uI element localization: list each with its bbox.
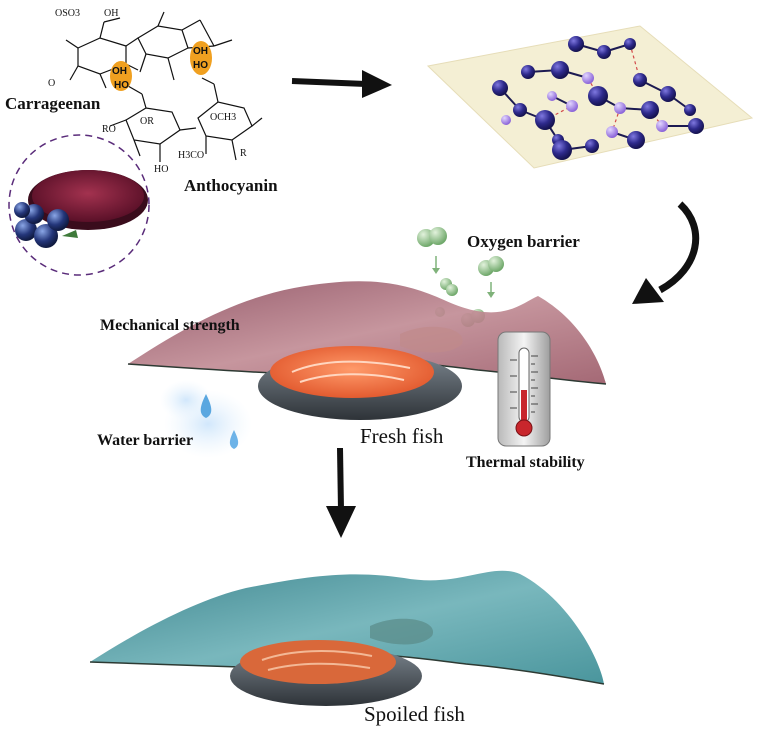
spoiled-salmon-steak	[230, 618, 434, 706]
thermal-stability-label: Thermal stability	[466, 454, 585, 471]
anthocyanin-label: Anthocyanin	[184, 176, 278, 195]
arrow-right	[291, 70, 392, 98]
hydroxyl-oh-left: OH	[112, 66, 127, 77]
spoiled-fish-label: Spoiled fish	[364, 702, 465, 726]
methoxy-h3co-label: H3CO	[178, 150, 205, 161]
or-label: OR	[140, 116, 154, 127]
hydroxyl-oh-right: OH	[193, 46, 208, 57]
fresh-salmon-steak	[258, 326, 463, 420]
water-barrier-label: Water barrier	[97, 432, 194, 449]
carrageenan-label: Carrageenan	[5, 94, 101, 113]
methoxy-label: OCH3	[210, 112, 237, 123]
hydroxyl-label-bottom: HO	[154, 164, 169, 175]
fresh-fish-label: Fresh fish	[360, 424, 444, 448]
arrow-down	[326, 447, 356, 538]
hydrogen-bond-highlight-right	[190, 41, 212, 75]
hydrogen-bond-highlight-left	[110, 61, 132, 91]
sulfate-label: OSO3	[55, 8, 81, 19]
mechanical-strength-label: Mechanical strength	[100, 317, 240, 334]
hydroxyl-ho-left: HO	[114, 80, 129, 91]
oxygen-label-left: O	[48, 78, 56, 89]
blueberry-powder-icon	[8, 134, 150, 276]
hydroxyl-ho-right: HO	[193, 60, 208, 71]
polymer-network	[426, 25, 754, 169]
ro-label: RO	[102, 124, 116, 135]
oxygen-barrier-label: Oxygen barrier	[467, 232, 580, 251]
thermometer-icon	[497, 331, 551, 447]
arrow-curved-down	[632, 201, 700, 304]
hydroxyl-label-top: OH	[104, 8, 119, 19]
water-drop-icon	[160, 380, 252, 458]
r-group-label: R	[240, 148, 247, 159]
